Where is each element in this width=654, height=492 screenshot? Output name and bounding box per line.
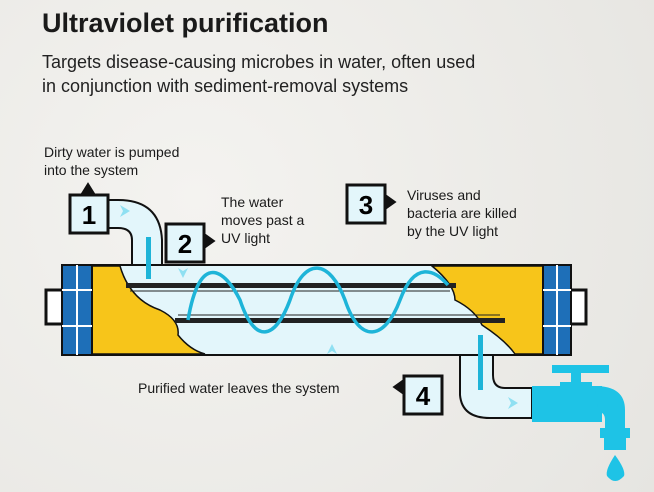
right-end-cap bbox=[542, 264, 572, 356]
flow-arrow-icon bbox=[508, 397, 518, 409]
step-number-2: 2 bbox=[178, 229, 192, 259]
inlet-pipe bbox=[105, 199, 163, 269]
step-box-1 bbox=[68, 182, 110, 235]
uv-lamp-top bbox=[126, 283, 456, 288]
step-number-3: 3 bbox=[359, 190, 373, 220]
outlet-pipe bbox=[459, 349, 533, 419]
flow-arrow-icon bbox=[178, 268, 188, 278]
step-number-4: 4 bbox=[416, 381, 431, 411]
step-number-1: 1 bbox=[82, 200, 96, 230]
subtitle: Targets disease-causing microbes in wate… bbox=[42, 52, 476, 96]
left-end-cap bbox=[61, 264, 93, 356]
step-box-3 bbox=[345, 183, 397, 225]
flow-arrow-icon bbox=[120, 205, 130, 217]
step-4-label: Purified water leaves the system bbox=[138, 380, 340, 396]
water-flow-wave bbox=[186, 266, 450, 334]
right-knob bbox=[568, 288, 588, 326]
uv-lamp-bottom bbox=[175, 318, 505, 323]
left-yellow-casing bbox=[91, 265, 206, 355]
flow-arrow-icon bbox=[327, 344, 337, 354]
step-box-2 bbox=[164, 222, 216, 264]
right-yellow-casing bbox=[429, 265, 544, 355]
step-box-4 bbox=[392, 374, 444, 416]
faucet-icon bbox=[532, 365, 630, 481]
page-title: Ultraviolet purification bbox=[42, 8, 329, 38]
